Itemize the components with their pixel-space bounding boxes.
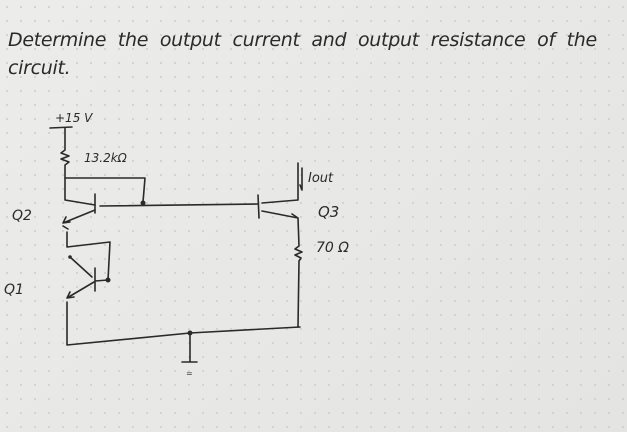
junction-dot xyxy=(68,255,72,259)
q3-collector xyxy=(261,162,299,204)
q2-emitter xyxy=(62,209,96,230)
q3-emitter-resistor xyxy=(261,210,303,328)
q1-collector-wire xyxy=(66,231,111,281)
q3-base-bar xyxy=(257,194,260,219)
junction-dot xyxy=(140,200,146,206)
q1-collector xyxy=(69,256,93,278)
feedback-wire xyxy=(64,177,146,203)
q1-base-bar xyxy=(94,267,109,292)
ground-label: = xyxy=(186,369,193,378)
ground-rail xyxy=(66,301,301,346)
question-text: Determine the output current and output … xyxy=(8,29,597,79)
q3-label: Q3 xyxy=(318,203,339,221)
supply-label: +15 V xyxy=(55,111,93,125)
q2-label: Q2 xyxy=(12,208,32,224)
resistor-top-label: 13.2kΩ xyxy=(84,151,128,165)
base-line xyxy=(99,203,259,207)
q1-emitter xyxy=(66,281,95,299)
ground-icon xyxy=(181,332,198,363)
supply-rail xyxy=(49,126,73,129)
output-current-label: Iout xyxy=(308,171,334,186)
resistor-emitter-label: 70 Ω xyxy=(316,240,349,256)
q1-label: Q1 xyxy=(4,282,24,298)
top-resistor xyxy=(60,127,96,206)
output-current-arrow-icon xyxy=(299,167,303,191)
